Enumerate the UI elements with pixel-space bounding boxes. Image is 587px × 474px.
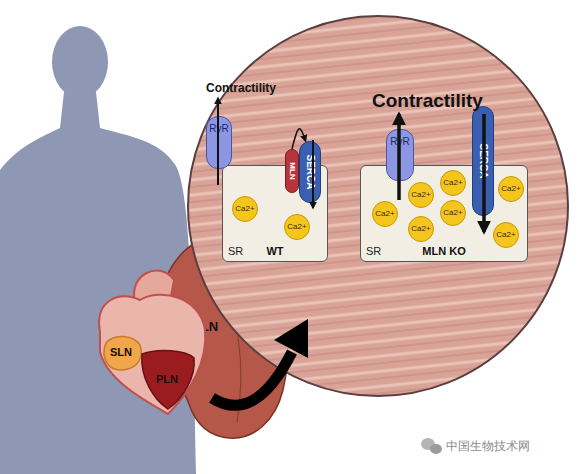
watermark: 中国生物技术网 bbox=[446, 440, 530, 452]
node-text: Ca2+ bbox=[443, 209, 462, 217]
node-text: SLN bbox=[110, 347, 132, 358]
calcium-ion: Ca2+ bbox=[408, 216, 434, 242]
node-text: Ca2+ bbox=[501, 185, 520, 193]
node-text: RyR bbox=[390, 137, 409, 147]
watermark-icon bbox=[421, 438, 435, 450]
node-text: Ca2+ bbox=[496, 231, 515, 239]
node-text: PLN bbox=[156, 374, 178, 385]
organ-region: SLN bbox=[100, 333, 142, 371]
node-text: SR bbox=[228, 246, 243, 257]
organ-region: PLN bbox=[138, 348, 196, 410]
organ-region: MLN bbox=[155, 232, 295, 442]
node-text: Ca2+ bbox=[411, 225, 430, 233]
organ-shape bbox=[104, 336, 141, 370]
node-text: Ca2+ bbox=[287, 223, 306, 231]
muscle-line bbox=[217, 262, 241, 422]
ryr-channel: RyR bbox=[206, 116, 232, 169]
effect-label: Contractility bbox=[372, 91, 483, 110]
node-text: SR bbox=[366, 246, 381, 257]
sr-compartment: SRMLN KORyRSERCACa2+Ca2+Ca2+Ca2+Ca2+Ca2+… bbox=[360, 165, 528, 262]
watermark-icon bbox=[430, 444, 442, 454]
effect-label: Contractility bbox=[206, 82, 276, 94]
node-text: MLN KO bbox=[422, 246, 465, 257]
serca-pump: SERCA bbox=[472, 106, 494, 216]
sr-compartment: SRWTRyRMLNSERCACa2+Ca2+ bbox=[222, 165, 328, 262]
node-text: RyR bbox=[209, 124, 228, 134]
node-text: MLN bbox=[288, 162, 296, 179]
calcium-ion: Ca2+ bbox=[372, 201, 398, 227]
calcium-ion: Ca2+ bbox=[498, 176, 524, 202]
organ-shape bbox=[142, 351, 194, 409]
node-text: Ca2+ bbox=[375, 210, 394, 218]
body-head bbox=[52, 26, 108, 98]
mln-peptide: MLN bbox=[285, 149, 299, 193]
node-text: Ca2+ bbox=[411, 191, 430, 199]
calcium-ion: Ca2+ bbox=[284, 214, 310, 240]
calcium-ion: Ca2+ bbox=[440, 170, 466, 196]
calcium-ion: Ca2+ bbox=[440, 200, 466, 226]
node-text: WT bbox=[266, 246, 283, 257]
node-text: MLN bbox=[190, 320, 218, 333]
node-text: Ca2+ bbox=[235, 205, 254, 213]
calcium-ion: Ca2+ bbox=[493, 222, 519, 248]
node-text: SERCA bbox=[478, 143, 488, 178]
organ-shape bbox=[158, 236, 294, 438]
ryr-channel: RyR bbox=[386, 129, 414, 181]
calcium-ion: Ca2+ bbox=[232, 196, 258, 222]
node-text: Ca2+ bbox=[443, 179, 462, 187]
serca-pump: SERCA bbox=[299, 141, 321, 203]
calcium-ion: Ca2+ bbox=[408, 182, 434, 208]
node-text: SERCA bbox=[305, 154, 315, 189]
organ-outline bbox=[155, 232, 295, 442]
